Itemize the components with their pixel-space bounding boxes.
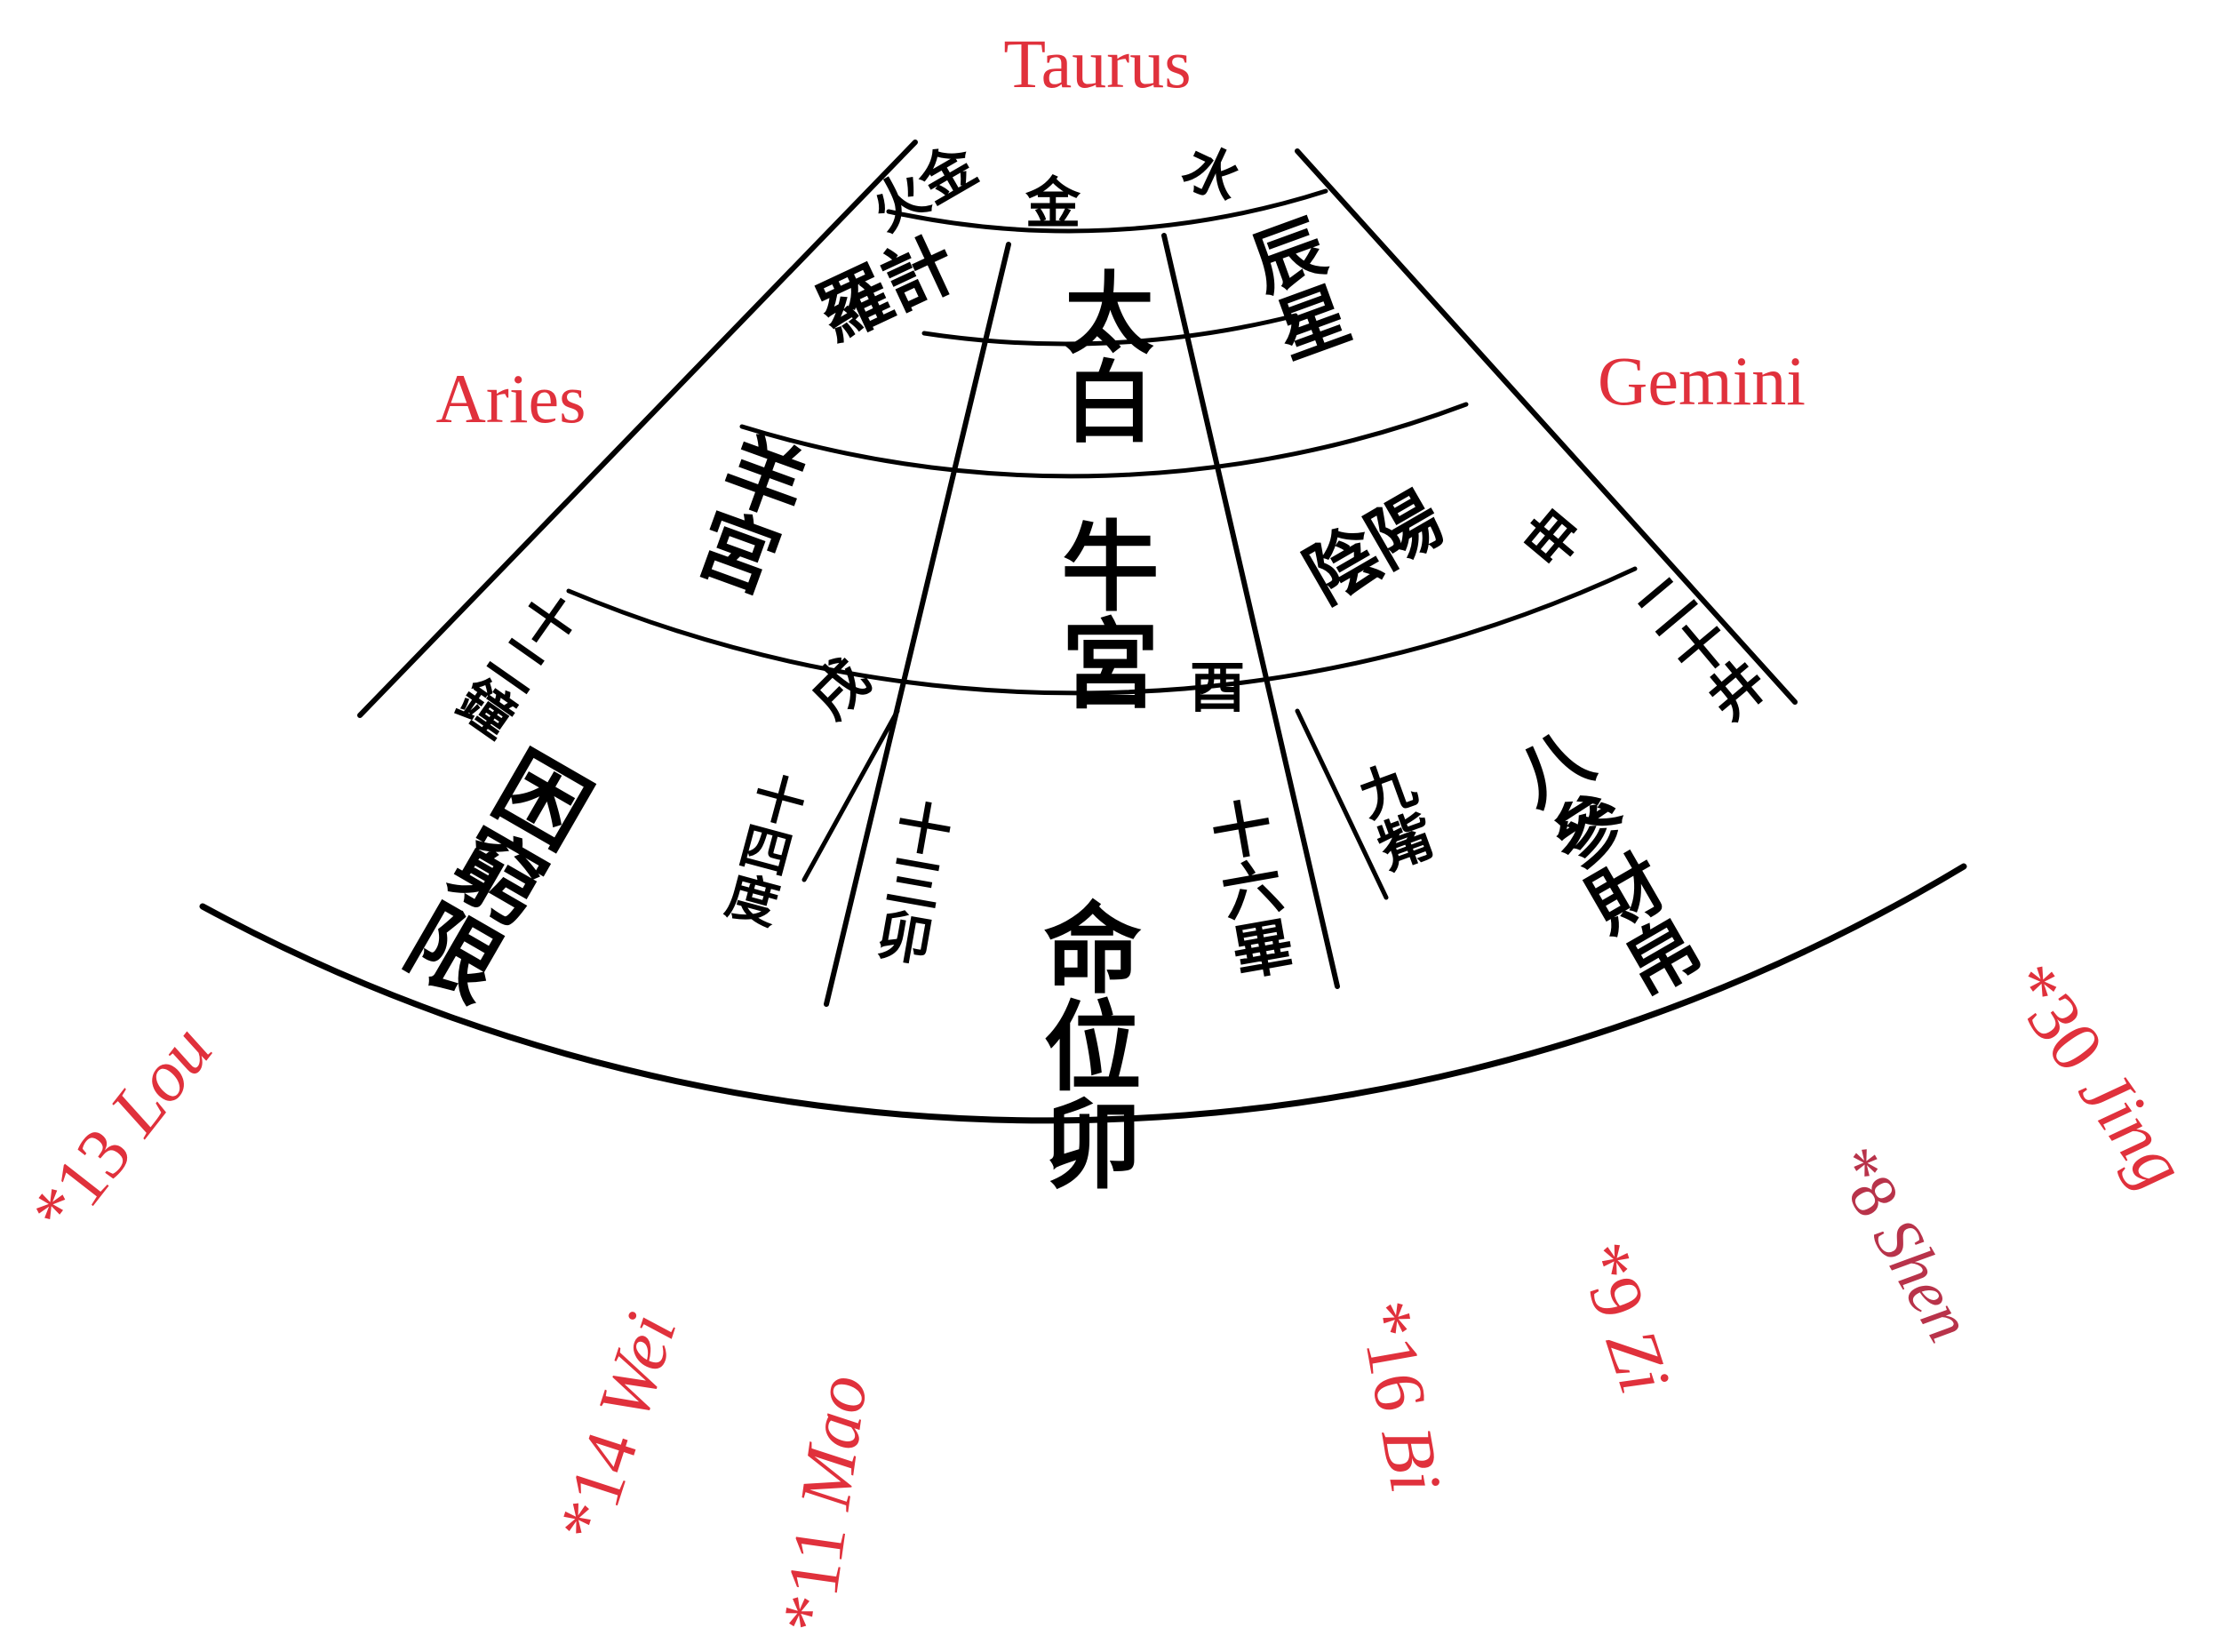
cn-outer-right: 八參財帛: [1491, 716, 1711, 1011]
chinese-text-group: 火金 金 水 羅計 太白 辰星 羊宮 牛宮 陰陽 戌 酉 申 十二鐘 困窮限 十…: [381, 132, 1775, 1191]
lodge-label-wei: *14 Wei: [543, 1304, 692, 1552]
cn-ring1-right: 水: [1174, 132, 1252, 215]
cn-outer-center: 命位卯: [1027, 898, 1142, 1191]
cn-outer-left: 困窮限: [381, 730, 605, 1013]
cn-ring4-left: 戌: [797, 646, 881, 730]
cn-outer-right-mid: 九觜: [1343, 754, 1441, 879]
divider-left: [824, 242, 1011, 1007]
lodge-label-mao: *11 Mao: [767, 1370, 883, 1638]
cn-outer-left-mid: 十四度: [713, 765, 811, 930]
cn-ring4-center: 酉: [1190, 655, 1245, 720]
zodiac-labels: Taurus Aries Gemini: [436, 25, 1806, 437]
lodge-label-lou: *13 Lou: [15, 1010, 227, 1249]
zodiac-label-aries: Aries: [436, 360, 586, 437]
ring-arc-2: [921, 313, 1298, 347]
lodge-label-zi: *9 Zi: [1562, 1233, 1686, 1402]
lodge-label-shen: *8 Shen: [1817, 1136, 1985, 1354]
cn-ring3-left: 羊宮: [674, 419, 817, 602]
chart-lines: [199, 140, 1967, 1124]
cn-ring2-right: 辰星: [1232, 208, 1359, 371]
cn-ring3-center: 牛宮: [1045, 515, 1160, 711]
cn-ring3-right: 陰陽: [1291, 475, 1456, 619]
lodge-label-jing: *30 Jing: [1990, 949, 2202, 1202]
divider-inner-right: [1295, 708, 1389, 900]
left-edge-line: [357, 140, 918, 718]
divider-inner-left: [801, 708, 900, 882]
right-edge-line: [1295, 148, 1798, 705]
zodiac-label-taurus: Taurus: [1003, 25, 1191, 102]
ring-arc-1: [886, 188, 1328, 234]
outer-arc: [199, 863, 1967, 1124]
divider-right: [1161, 233, 1340, 989]
ring-arc-4: [566, 566, 1638, 696]
lodge-label-bi: *16 Bi: [1344, 1295, 1456, 1498]
cn-outer-center-left: 十三卯: [864, 794, 956, 969]
cn-outer-far-left: 十二鐘: [443, 578, 586, 745]
cn-ring4-right: 申: [1511, 497, 1597, 580]
cn-outer-center-right: 十六畢: [1196, 794, 1297, 985]
ring-arc-3: [739, 402, 1469, 479]
cn-ring2-center: 太白: [1049, 267, 1154, 444]
cn-ring1-center: 金: [1025, 171, 1081, 235]
zodiac-label-gemini: Gemini: [1598, 342, 1806, 419]
